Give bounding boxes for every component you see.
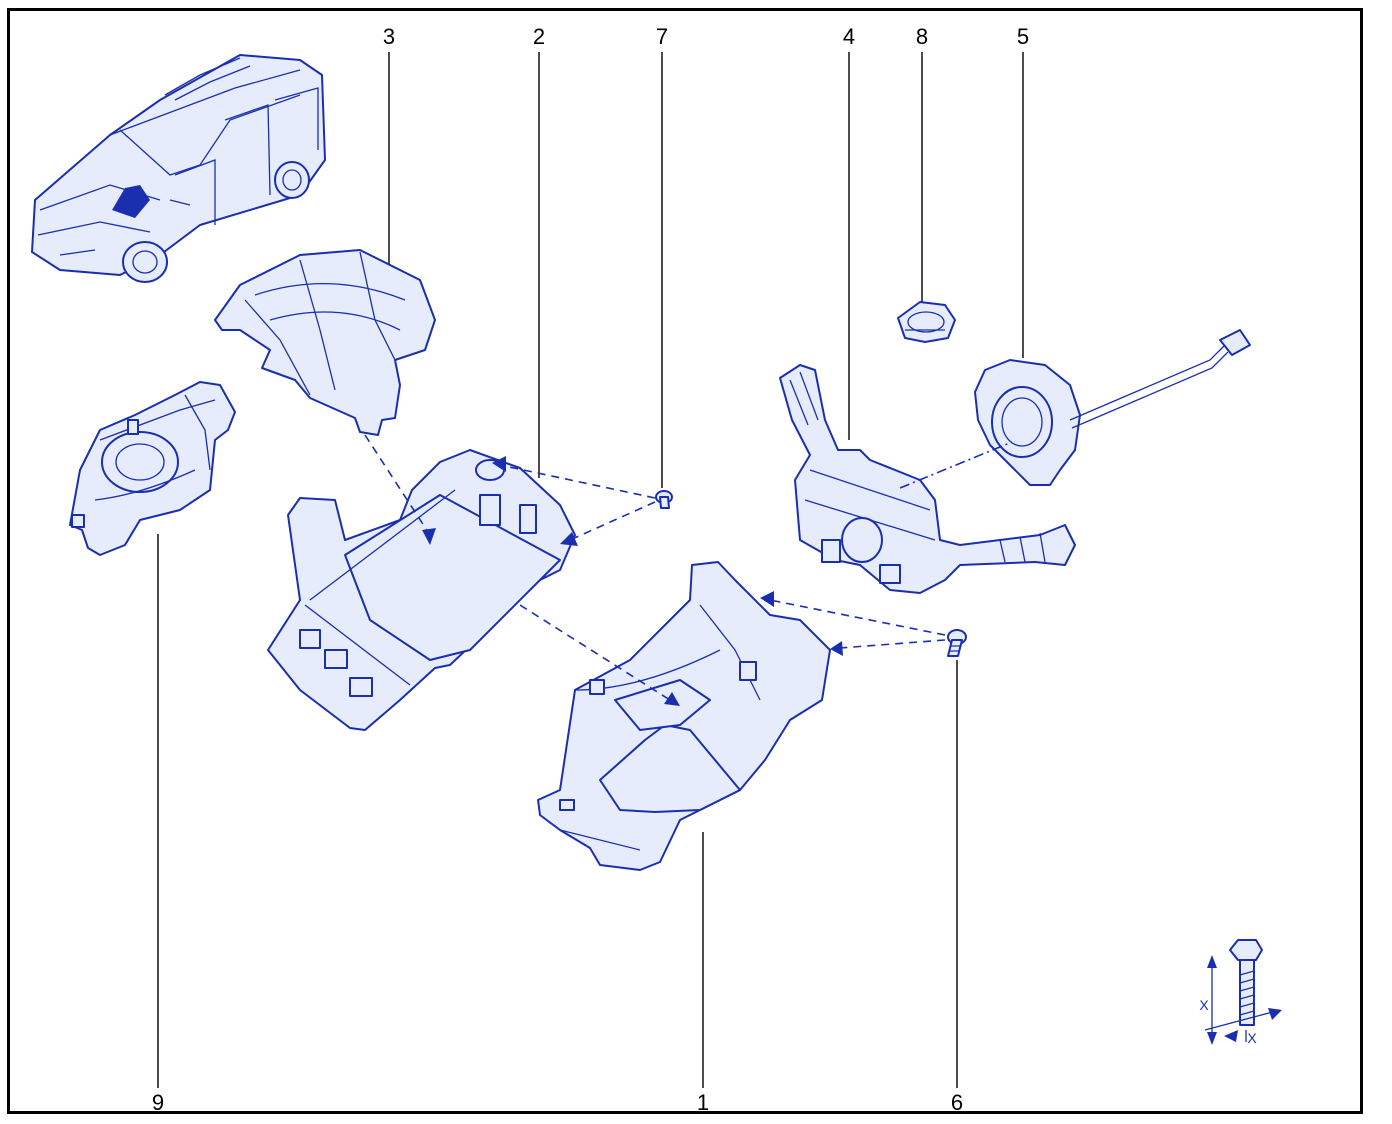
highlighted-steering-area <box>112 185 150 218</box>
callout-5: 5 <box>1017 24 1029 358</box>
callout-label-8: 8 <box>916 24 928 49</box>
bolt-shank-icon <box>1239 959 1255 1026</box>
part-8-connector <box>897 301 956 343</box>
part-2-column-frame <box>267 449 576 731</box>
callout-label-6: 6 <box>951 1090 963 1115</box>
callout-label-3: 3 <box>383 24 395 49</box>
callout-6: 6 <box>951 660 963 1115</box>
part-1-lower-shroud <box>537 561 831 871</box>
callout-label-2: 2 <box>533 24 545 49</box>
assembly-lines <box>364 434 1013 706</box>
callout-2: 2 <box>533 24 545 478</box>
callout-label-4: 4 <box>843 24 855 49</box>
part-6-screw <box>947 629 967 657</box>
torque-x-label-left: X <box>1199 997 1209 1013</box>
callout-9: 9 <box>152 534 164 1115</box>
bolt-head-icon <box>1229 939 1263 961</box>
torque-x-label-right: X <box>1247 1030 1257 1046</box>
callout-label-7: 7 <box>656 24 668 49</box>
part-9-lock-trim <box>69 381 236 556</box>
part-3-upper-shroud <box>214 249 436 436</box>
callout-7: 7 <box>656 24 668 488</box>
callout-1: 1 <box>697 832 709 1115</box>
callout-8: 8 <box>916 24 928 302</box>
callout-3: 3 <box>383 24 395 285</box>
vehicle-illustration <box>31 54 326 283</box>
part-5-rotary-connector <box>974 329 1251 486</box>
part-7-screw <box>655 490 673 509</box>
callout-label-1: 1 <box>697 1090 709 1115</box>
part-4-combination-switch <box>779 364 1076 594</box>
callout-label-5: 5 <box>1017 24 1029 49</box>
torque-symbol: X X <box>1199 939 1282 1046</box>
diagram-frame <box>7 8 1363 1114</box>
callout-4: 4 <box>843 24 855 440</box>
callout-label-9: 9 <box>152 1090 164 1115</box>
